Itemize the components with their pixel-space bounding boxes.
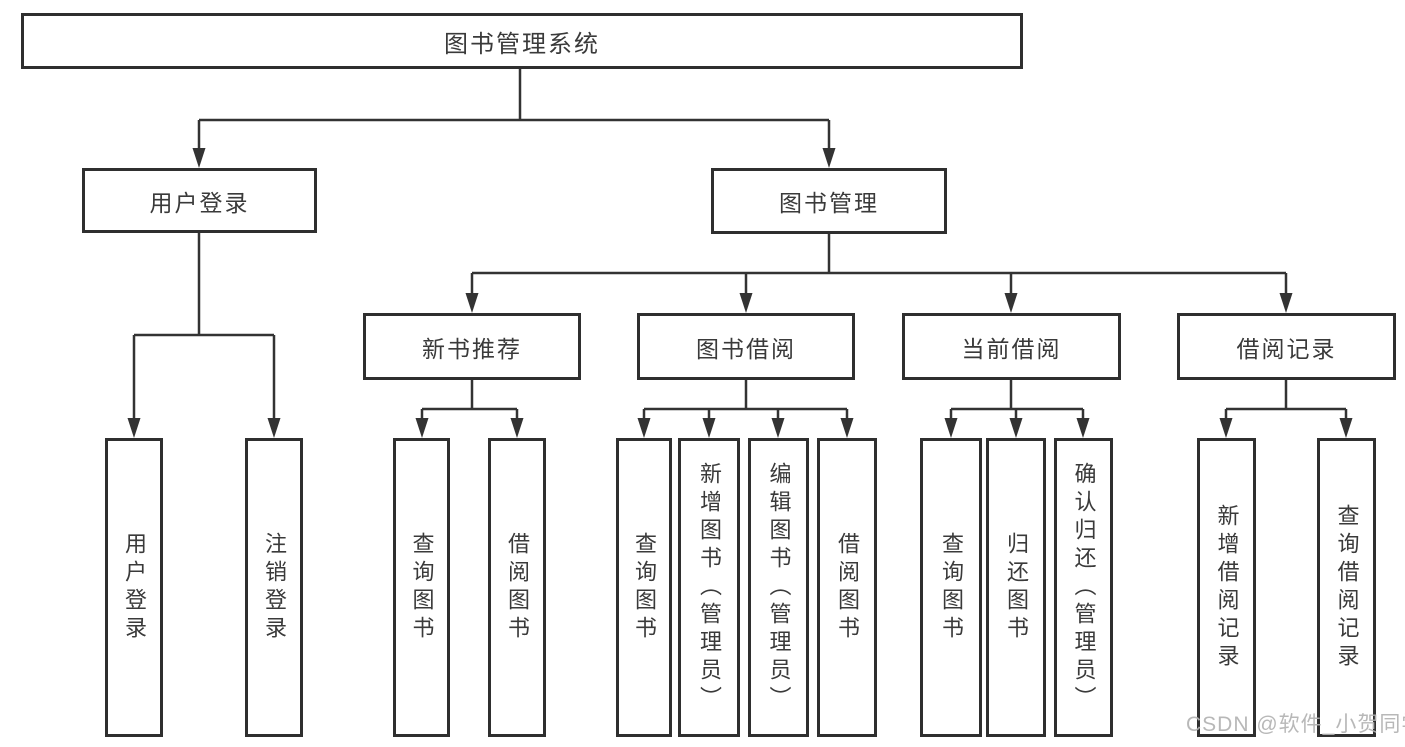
node-label: 新书推荐 xyxy=(422,335,522,362)
leaf-return-book: 归还图书 xyxy=(986,438,1046,737)
leaf-borrow-books-recommend: 借阅图书 xyxy=(488,438,546,737)
leaf-query-books-borrowing: 查询图书 xyxy=(616,438,672,737)
arrow-down-icon xyxy=(1004,293,1018,313)
arrow-down-icon xyxy=(465,293,479,313)
arrow-down-icon xyxy=(771,418,785,438)
arrow-down-icon xyxy=(1009,418,1023,438)
leaf-confirm-return-admin: 确认归还（管理员） xyxy=(1054,438,1113,737)
node-label: 当前借阅 xyxy=(961,335,1062,362)
node-new-book-recommendation: 新书推荐 xyxy=(363,313,581,380)
arrow-down-icon xyxy=(944,418,958,438)
node-label: 查询图书 xyxy=(632,531,657,644)
node-book-management: 图书管理 xyxy=(711,168,947,234)
node-label: 查询图书 xyxy=(409,531,435,644)
node-root-library-system: 图书管理系统 xyxy=(21,13,1023,69)
arrow-down-icon xyxy=(267,418,281,438)
arrow-down-icon xyxy=(1219,418,1233,438)
arrow-down-icon xyxy=(739,293,753,313)
leaf-query-books-recommend: 查询图书 xyxy=(393,438,450,737)
node-label: 编辑图书（管理员） xyxy=(766,461,792,714)
node-label: 借阅图书 xyxy=(505,531,530,644)
arrow-down-icon xyxy=(702,418,716,438)
arrow-down-icon xyxy=(192,148,206,168)
node-label: 图书管理系统 xyxy=(444,30,600,58)
arrow-down-icon xyxy=(822,148,836,168)
csdn-watermark: CSDN @软件_小贺同学 xyxy=(1186,713,1405,736)
node-borrowing-records: 借阅记录 xyxy=(1177,313,1396,380)
node-book-borrowing: 图书借阅 xyxy=(637,313,855,380)
arrow-down-icon xyxy=(840,418,854,438)
node-user-login: 用户登录 xyxy=(82,168,317,233)
leaf-borrow-books: 借阅图书 xyxy=(817,438,877,737)
arrow-down-icon xyxy=(510,418,524,438)
node-label: 借阅图书 xyxy=(835,531,860,644)
arrow-down-icon xyxy=(1339,418,1353,438)
node-label: 用户登录 xyxy=(122,531,147,644)
arrow-down-icon xyxy=(637,418,651,438)
node-label: 新增借阅记录 xyxy=(1214,503,1240,672)
leaf-query-books-current: 查询图书 xyxy=(920,438,982,737)
arrow-down-icon xyxy=(1279,293,1293,313)
leaf-query-borrow-record: 查询借阅记录 xyxy=(1317,438,1376,737)
arrow-down-icon xyxy=(127,418,141,438)
leaf-add-borrow-record: 新增借阅记录 xyxy=(1197,438,1256,737)
node-label: 图书管理 xyxy=(779,190,879,216)
node-label: 用户登录 xyxy=(149,189,250,216)
arrow-down-icon xyxy=(415,418,429,438)
node-label: 新增图书（管理员） xyxy=(697,461,722,714)
node-label: 查询借阅记录 xyxy=(1334,503,1360,672)
node-label: 图书借阅 xyxy=(696,335,796,362)
node-label: 注销登录 xyxy=(262,531,287,644)
node-label: 确认归还（管理员） xyxy=(1071,461,1097,714)
node-label: 查询图书 xyxy=(939,531,964,644)
leaf-logout: 注销登录 xyxy=(245,438,303,737)
leaf-edit-book-admin: 编辑图书（管理员） xyxy=(748,438,809,737)
node-current-borrowing: 当前借阅 xyxy=(902,313,1121,380)
leaf-user-login: 用户登录 xyxy=(105,438,163,737)
node-label: 借阅记录 xyxy=(1236,335,1337,362)
arrow-down-icon xyxy=(1076,418,1090,438)
node-label: 归还图书 xyxy=(1004,531,1029,644)
leaf-add-book-admin: 新增图书（管理员） xyxy=(678,438,740,737)
